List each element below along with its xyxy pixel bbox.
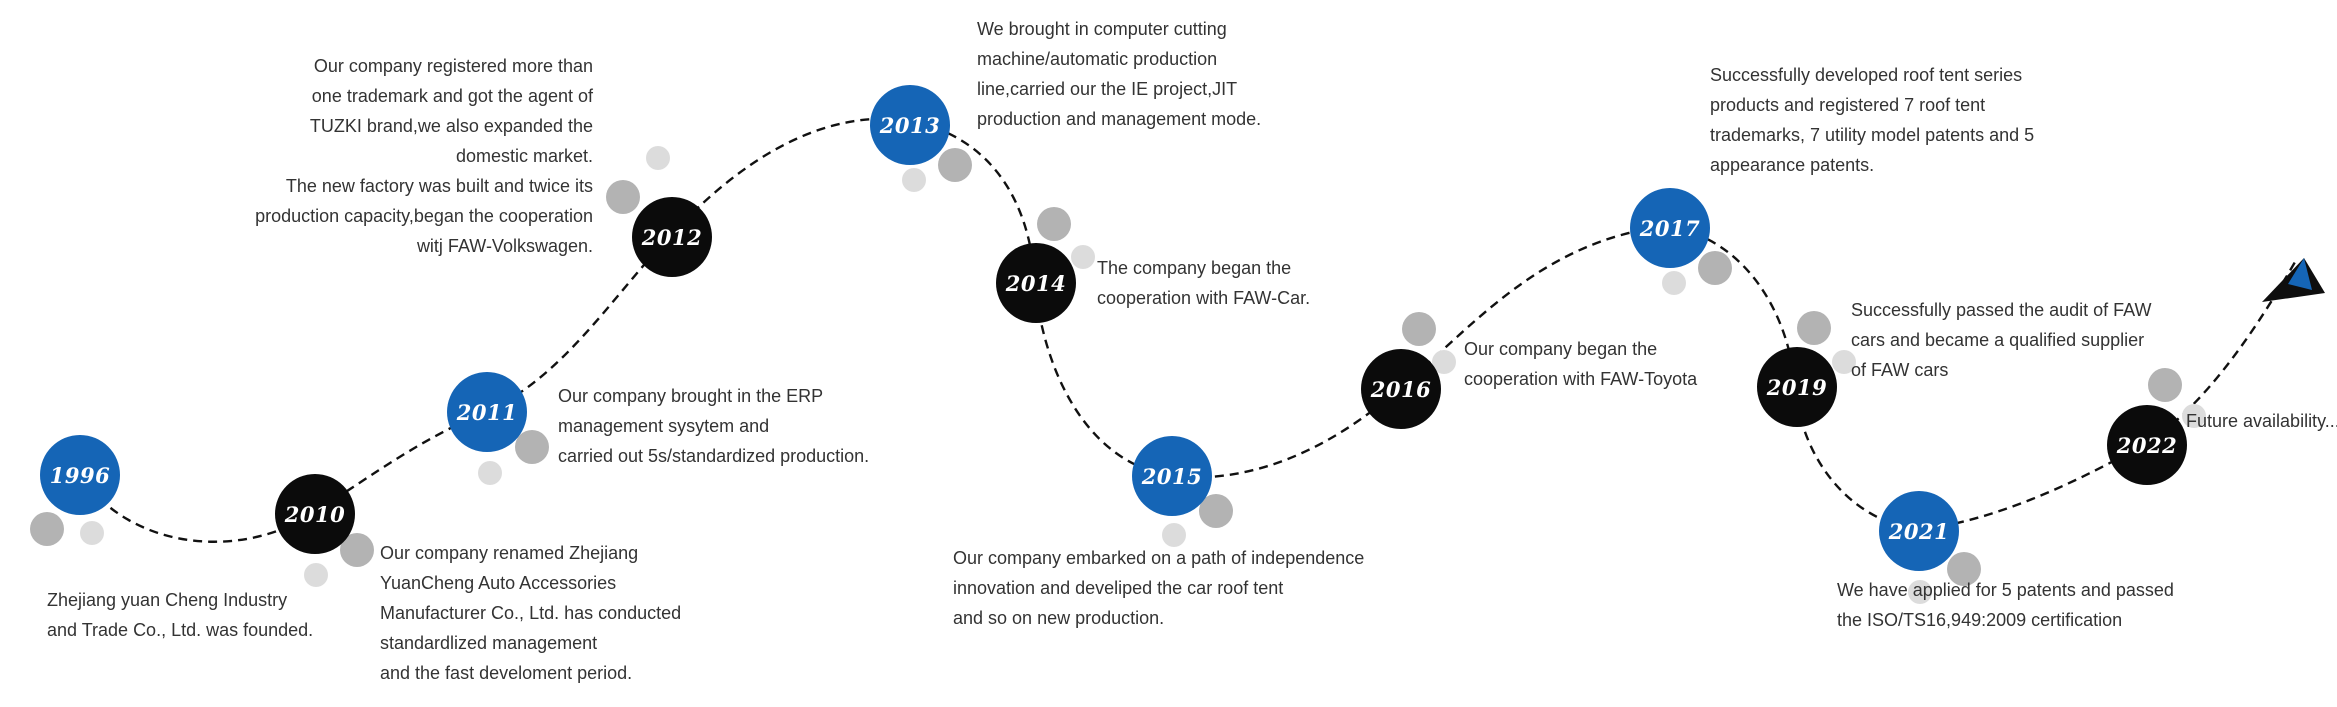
- description-line: appearance patents.: [1710, 155, 1875, 175]
- description-line: Our company brought in the ERP: [558, 386, 824, 406]
- description-line: We have applied for 5 patents and passed: [1837, 580, 2174, 600]
- description-line: line,carried our the IE project,JIT: [977, 79, 1238, 99]
- year-node-1996: 1996: [40, 435, 120, 515]
- decor-dot: [1071, 245, 1095, 269]
- year-label: 1996: [49, 462, 111, 488]
- year-label: 2022: [2116, 432, 2178, 458]
- decor-dot: [606, 180, 640, 214]
- description-line: Our company renamed Zhejiang: [380, 543, 639, 563]
- decor-dot: [2148, 368, 2182, 402]
- decor-dot: [938, 148, 972, 182]
- description-line: and the fast develoment period.: [380, 663, 633, 683]
- description-line: The company began the: [1097, 258, 1292, 278]
- milestone-description-2021: We have applied for 5 patents and passed…: [1837, 575, 2174, 635]
- description-line: and so on new production.: [953, 608, 1165, 628]
- description-line: Our company registered more than: [313, 56, 593, 76]
- description-line: Manufacturer Co., Ltd. has conducted: [380, 603, 682, 623]
- description-line: cooperation with FAW-Toyota: [1464, 369, 1698, 389]
- description-line: innovation and develiped the car roof te…: [953, 578, 1284, 598]
- description-line: production capacity,began the cooperatio…: [255, 206, 593, 226]
- milestone-description-2017: Successfully developed roof tent series …: [1710, 60, 2034, 180]
- milestone-description-2010: Our company renamed Zhejiang YuanCheng A…: [380, 538, 681, 688]
- arrowhead-icon: [2262, 258, 2325, 302]
- description-line: domestic market.: [455, 146, 593, 166]
- description-line: carried out 5s/standardized production.: [558, 446, 870, 466]
- milestone-description-2013: We brought in computer cutting machine/a…: [977, 14, 1261, 134]
- decor-dot: [1908, 580, 1932, 604]
- description-line: The new factory was built and twice its: [285, 176, 593, 196]
- description-line: one trademark and got the agent of: [311, 86, 593, 106]
- description-line: standardlized management: [380, 633, 598, 653]
- milestone-description-2012: Our company registered more than one tra…: [255, 51, 593, 261]
- description-line: cars and became a qualified supplier: [1851, 330, 2145, 350]
- decor-dot: [2182, 404, 2206, 428]
- milestone-description-2019: Successfully passed the audit of FAW car…: [1851, 295, 2151, 385]
- decor-dot: [1698, 251, 1732, 285]
- description-line: products and registered 7 roof tent: [1710, 95, 1986, 115]
- description-line: Zhejiang yuan Cheng Industry: [47, 590, 288, 610]
- milestone-description-2015: Our company embarked on a path of indepe…: [953, 543, 1364, 633]
- decor-dot: [1037, 207, 1071, 241]
- year-node-2019: 2019: [1757, 347, 1837, 427]
- decor-dot: [1199, 494, 1233, 528]
- year-node-2012: 2012: [632, 197, 712, 277]
- description-line: management sysytem and: [558, 416, 770, 436]
- year-node-2013: 2013: [870, 85, 950, 165]
- milestone-description-2014: The company began the cooperation with F…: [1097, 253, 1310, 313]
- year-node-2015: 2015: [1132, 436, 1212, 516]
- year-node-2017: 2017: [1630, 188, 1710, 268]
- year-label: 2013: [879, 112, 941, 138]
- description-line: production and management mode.: [977, 109, 1262, 129]
- description-line: Our company began the: [1464, 339, 1658, 359]
- year-label: 2014: [1005, 270, 1067, 296]
- description-line: witj FAW-Volkswagen.: [416, 236, 593, 256]
- description-line: cooperation with FAW-Car.: [1097, 288, 1311, 308]
- decor-dot: [515, 430, 549, 464]
- decor-dot: [478, 461, 502, 485]
- year-label: 2015: [1141, 463, 1203, 489]
- decor-dot: [1662, 271, 1686, 295]
- year-node-2022: 2022: [2107, 405, 2187, 485]
- decor-dot: [1402, 312, 1436, 346]
- year-node-2016: 2016: [1361, 349, 1441, 429]
- decor-dot: [80, 521, 104, 545]
- year-node-2010: 2010: [275, 474, 355, 554]
- decor-dot: [304, 563, 328, 587]
- description-line: Future availability...: [2186, 411, 2337, 431]
- decor-dot: [646, 146, 670, 170]
- milestone-description-2016: Our company began the cooperation with F…: [1464, 334, 1697, 394]
- decor-dot: [902, 168, 926, 192]
- description-line: We brought in computer cutting: [977, 19, 1227, 39]
- decor-dot: [1947, 552, 1981, 586]
- decor-dot: [1162, 523, 1186, 547]
- description-line: and Trade Co., Ltd. was founded.: [47, 620, 314, 640]
- milestone-description-2022: Future availability...: [2186, 406, 2337, 436]
- year-node-2011: 2011: [447, 372, 527, 452]
- description-line: the ISO/TS16,949:2009 certification: [1837, 610, 2123, 630]
- description-line: YuanCheng Auto Accessories: [380, 573, 617, 593]
- description-line: Successfully passed the audit of FAW: [1851, 300, 2152, 320]
- year-node-2014: 2014: [996, 243, 1076, 323]
- decor-dot: [1832, 350, 1856, 374]
- year-label: 2016: [1370, 376, 1432, 402]
- year-label: 2021: [1888, 518, 1950, 544]
- description-line: trademarks, 7 utility model patents and …: [1710, 125, 2035, 145]
- milestone-description-2011: Our company brought in the ERP managemen…: [558, 381, 869, 471]
- year-node-2021: 2021: [1879, 491, 1959, 571]
- year-label: 2011: [456, 399, 518, 425]
- description-line: Successfully developed roof tent series: [1710, 65, 2023, 85]
- milestone-description-1996: Zhejiang yuan Cheng Industry and Trade C…: [47, 585, 313, 645]
- year-label: 2010: [284, 501, 346, 527]
- year-label: 2017: [1639, 215, 1701, 241]
- description-line: of FAW cars: [1851, 360, 1949, 380]
- year-label: 2012: [641, 224, 703, 250]
- description-line: TUZKI brand,we also expanded the: [309, 116, 593, 136]
- description-line: machine/automatic production: [977, 49, 1218, 69]
- decor-dot: [30, 512, 64, 546]
- description-line: Our company embarked on a path of indepe…: [953, 548, 1365, 568]
- year-label: 2019: [1766, 374, 1828, 400]
- decor-dot: [1797, 311, 1831, 345]
